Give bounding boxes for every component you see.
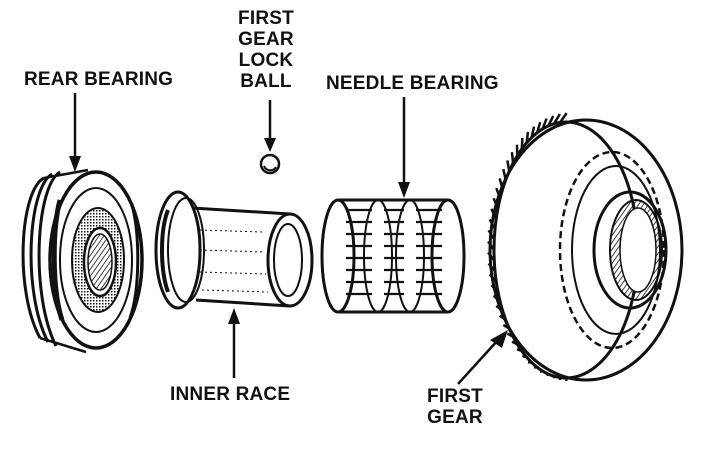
lock-ball-label-line3: LOCK	[238, 50, 294, 71]
first-gear-label-line2: GEAR	[427, 407, 483, 428]
lock-ball-label-line2: GEAR	[238, 29, 294, 50]
lock-ball-label-line1: FIRST	[238, 8, 294, 29]
inner-race-illustration	[154, 190, 314, 310]
lock-ball-label: FIRST GEAR LOCK BALL	[226, 8, 306, 92]
needle-bearing-leader	[398, 97, 410, 198]
first-gear-label: FIRST GEAR	[420, 386, 490, 428]
lock-ball-illustration	[259, 153, 281, 175]
rear-bearing-illustration	[21, 168, 144, 354]
needle-bearing-label: NEEDLE BEARING	[326, 73, 499, 94]
needle-bearing-illustration	[320, 198, 466, 314]
rear-bearing-leader	[69, 93, 81, 172]
inner-race-leader	[228, 308, 240, 378]
rear-bearing-label: REAR BEARING	[24, 69, 174, 90]
first-gear-leader	[457, 330, 508, 385]
inner-race-label: INNER RACE	[170, 384, 291, 405]
lock-ball-label-line4: BALL	[240, 71, 292, 92]
lock-ball-leader	[264, 100, 276, 152]
first-gear-illustration	[487, 112, 684, 382]
first-gear-label-line1: FIRST	[427, 386, 483, 407]
